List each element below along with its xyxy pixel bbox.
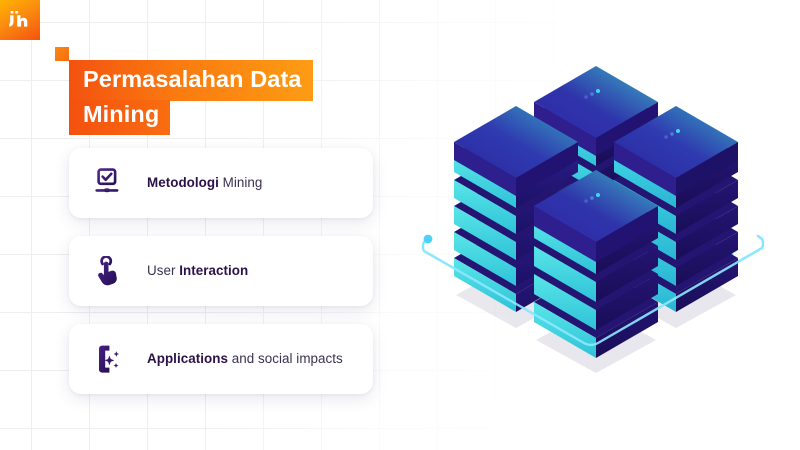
title-accent-square (55, 47, 69, 61)
feature-card-label-regular: User (147, 263, 180, 279)
tower-top-unit (614, 106, 738, 196)
circuit-platform-front (422, 246, 764, 346)
led-dots (584, 193, 600, 203)
feature-card-label-bold: Applications (147, 351, 228, 367)
led-dots (664, 129, 680, 139)
feature-card-applications-social-impacts[interactable]: Applications and social impacts (69, 324, 373, 394)
feature-card-label: User Interaction (147, 262, 248, 280)
server-stack-svg (421, 66, 765, 373)
feature-card-user-interaction[interactable]: User Interaction (69, 236, 373, 306)
feature-card-label: Applications and social impacts (147, 350, 343, 368)
isometric-server-stack (396, 10, 800, 450)
title-line-1: Permasalahan Data (69, 60, 313, 101)
feature-card-label-regular: Mining (218, 175, 263, 191)
title-lines: Permasalahan Data Mining (69, 60, 313, 135)
feature-card-list: Metodologi Mining User Interac (69, 148, 373, 394)
jh-logo-mark[interactable] (0, 0, 40, 40)
feature-card-label-regular: and social impacts (227, 351, 343, 367)
feature-card-label-bold: Metodologi (147, 175, 219, 191)
tower-top-unit (534, 170, 658, 262)
feature-card-label-bold: Interaction (179, 263, 249, 279)
feature-card-metodologi-mining[interactable]: Metodologi Mining (69, 148, 373, 218)
jh-logo-glyph (9, 11, 28, 27)
page-title: Permasalahan Data Mining (55, 47, 313, 135)
hand-tap-icon (91, 253, 125, 289)
server-tower-front (534, 170, 658, 358)
tower-top-unit (454, 106, 578, 196)
title-line-2: Mining (69, 99, 171, 135)
tower-top-unit (534, 66, 658, 156)
mobile-sparkle-icon (91, 341, 125, 377)
monitor-check-icon (91, 165, 125, 201)
feature-card-label: Metodologi Mining (147, 174, 262, 192)
led-dots (584, 89, 600, 99)
